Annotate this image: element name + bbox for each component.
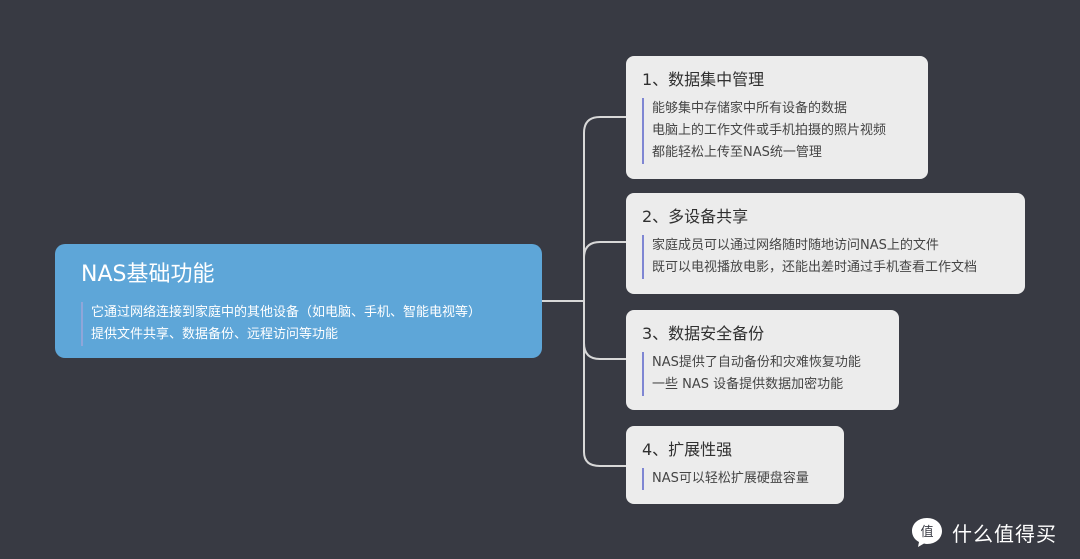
branch-description: 能够集中存储家中所有设备的数据 电脑上的工作文件或手机拍摄的照片视频 都能轻松上…	[642, 98, 914, 164]
branch-description: NAS可以轻松扩展硬盘容量	[642, 468, 830, 490]
branch-line: 能够集中存储家中所有设备的数据	[652, 101, 848, 116]
root-line: 它通过网络连接到家庭中的其他设备（如电脑、手机、智能电视等）	[91, 305, 482, 320]
zhi-logo-icon: 值	[912, 518, 942, 547]
branch-line: NAS提供了自动备份和灾难恢复功能	[652, 355, 861, 370]
branch-title: 1、数据集中管理	[642, 70, 765, 89]
branch-line: 电脑上的工作文件或手机拍摄的照片视频	[652, 123, 887, 138]
watermark-text: 什么值得买	[952, 521, 1057, 546]
branch-description: 家庭成员可以通过网络随时随地访问NAS上的文件 既可以电视播放电影，还能出差时通…	[642, 235, 1011, 279]
root-title: NAS基础功能	[81, 262, 215, 287]
branch-title: 3、数据安全备份	[642, 324, 765, 343]
branch-node-2[interactable]: 2、多设备共享 家庭成员可以通过网络随时随地访问NAS上的文件 既可以电视播放电…	[626, 193, 1025, 294]
connector-branch-4	[583, 451, 626, 467]
branch-node-4[interactable]: 4、扩展性强 NAS可以轻松扩展硬盘容量	[626, 426, 844, 504]
watermark: 值 什么值得买	[910, 516, 1057, 548]
connector-branch-1	[583, 116, 626, 134]
branch-title: 4、扩展性强	[642, 440, 733, 459]
branch-description: NAS提供了自动备份和灾难恢复功能 一些 NAS 设备提供数据加密功能	[642, 352, 885, 396]
connector-branch-2	[583, 241, 626, 259]
branch-title: 2、多设备共享	[642, 207, 749, 226]
svg-text:值: 值	[920, 524, 933, 540]
root-line: 提供文件共享、数据备份、远程访问等功能	[91, 327, 339, 342]
branch-node-3[interactable]: 3、数据安全备份 NAS提供了自动备份和灾难恢复功能 一些 NAS 设备提供数据…	[626, 310, 899, 410]
connector-branch-3	[583, 342, 626, 360]
branch-node-1[interactable]: 1、数据集中管理 能够集中存储家中所有设备的数据 电脑上的工作文件或手机拍摄的照…	[626, 56, 928, 179]
branch-line: 既可以电视播放电影，还能出差时通过手机查看工作文档	[652, 260, 978, 275]
branch-line: 家庭成员可以通过网络随时随地访问NAS上的文件	[652, 238, 939, 253]
branch-line: 都能轻松上传至NAS统一管理	[652, 145, 822, 160]
root-description: 它通过网络连接到家庭中的其他设备（如电脑、手机、智能电视等） 提供文件共享、数据…	[81, 302, 522, 346]
root-node[interactable]: NAS基础功能 它通过网络连接到家庭中的其他设备（如电脑、手机、智能电视等） 提…	[55, 244, 542, 358]
branch-line: NAS可以轻松扩展硬盘容量	[652, 471, 809, 486]
branch-line: 一些 NAS 设备提供数据加密功能	[652, 377, 844, 392]
